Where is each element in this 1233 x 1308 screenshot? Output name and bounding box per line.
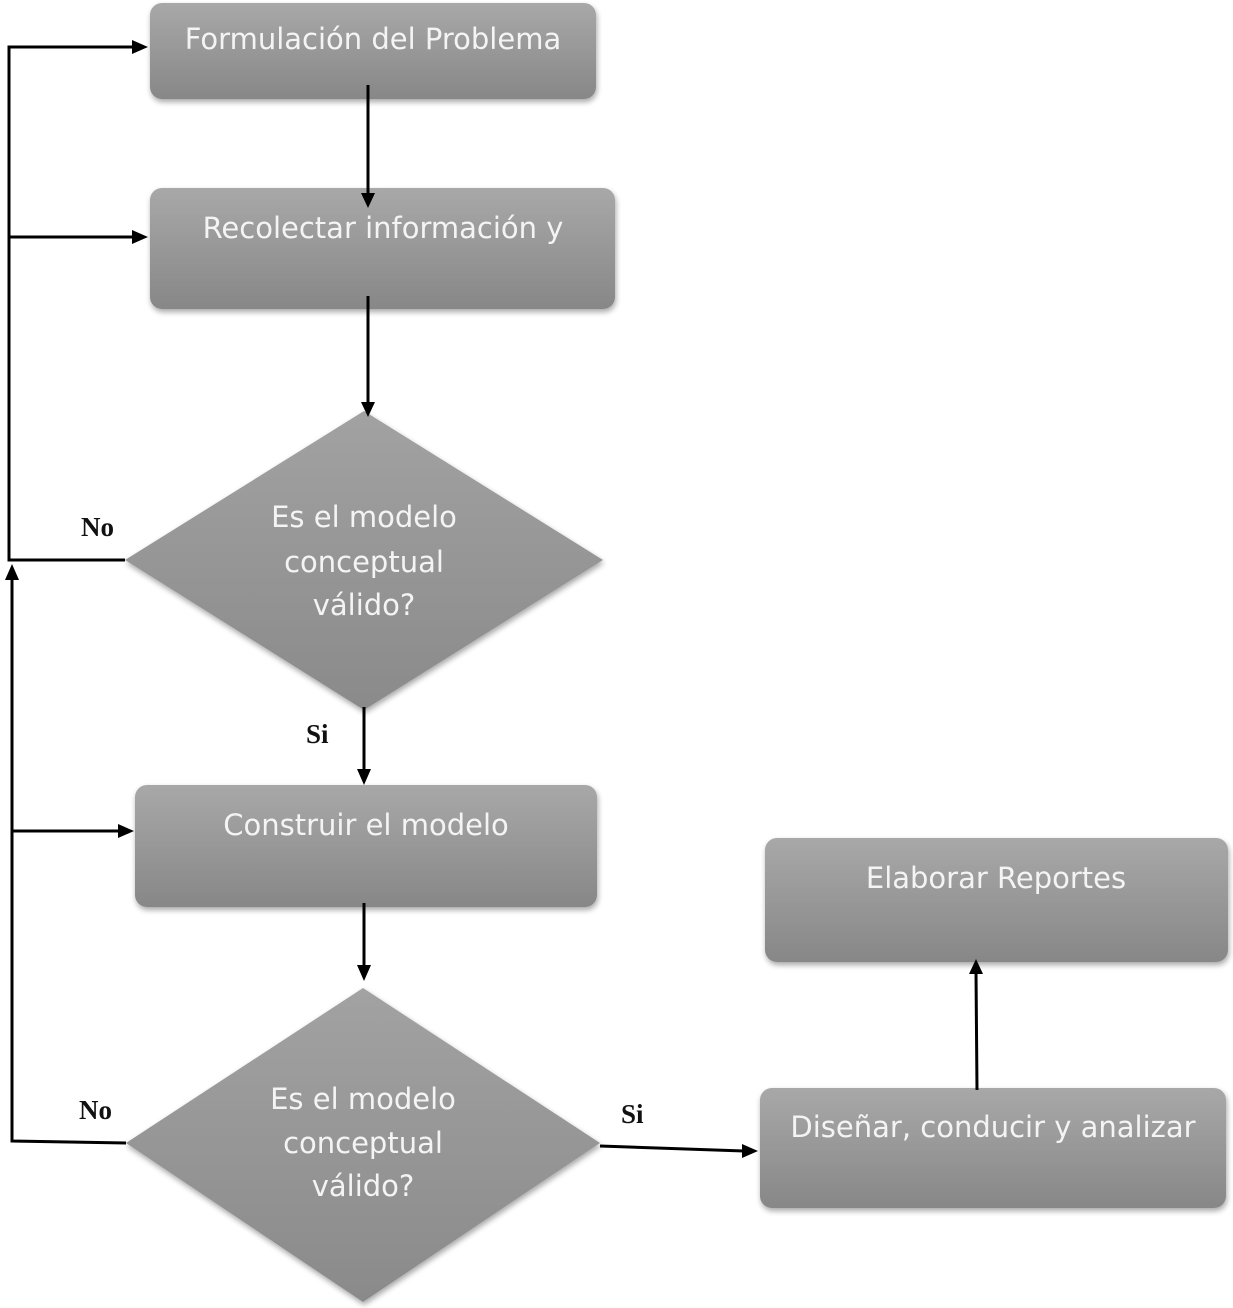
node-disenar-label: Diseñar, conducir y analizar <box>790 1110 1195 1144</box>
decision2-line-2: conceptual <box>283 1126 443 1160</box>
arrow-recolectar-to-decision1 <box>361 296 375 417</box>
edge-label-decision1-no: No <box>81 512 114 542</box>
arrow-formulacion-to-recolectar <box>361 85 375 208</box>
decision1-line-2: conceptual <box>284 545 444 579</box>
node-formulacion-del-problema: Formulación del Problema <box>150 3 596 99</box>
decision1-line-3: válido? <box>313 588 416 622</box>
node-recolectar-informacion: Recolectar información y <box>150 188 615 309</box>
node-elaborar-label: Elaborar Reportes <box>866 861 1126 895</box>
decision-modelo-conceptual-2: Es el modelo conceptual válido? <box>126 988 600 1302</box>
node-disenar-conducir-analizar: Diseñar, conducir y analizar <box>760 1088 1226 1208</box>
arrow-decision1-no-loop <box>7 40 148 562</box>
edge-label-decision2-no: No <box>79 1095 112 1125</box>
arrow-decision1-to-construir <box>357 707 371 785</box>
decision-modelo-conceptual-1: Es el modelo conceptual válido? <box>125 411 603 710</box>
decision2-line-1: Es el modelo <box>270 1082 456 1116</box>
node-construir-label: Construir el modelo <box>223 808 509 842</box>
arrow-construir-to-decision2 <box>357 903 371 981</box>
node-recolectar-label: Recolectar información y <box>203 211 564 245</box>
node-formulacion-label: Formulación del Problema <box>185 22 561 56</box>
decision2-line-3: válido? <box>312 1169 415 1203</box>
edge-label-decision2-si: Si <box>621 1099 644 1129</box>
node-construir-el-modelo: Construir el modelo <box>135 785 597 907</box>
arrow-decision2-no-loop <box>5 564 134 1145</box>
node-elaborar-reportes: Elaborar Reportes <box>765 838 1228 962</box>
edge-label-decision1-si: Si <box>306 719 329 749</box>
arrow-disenar-to-elaborar <box>969 959 983 1091</box>
arrow-decision2-si-to-disenar <box>599 1144 758 1158</box>
decision1-line-1: Es el modelo <box>271 500 457 534</box>
